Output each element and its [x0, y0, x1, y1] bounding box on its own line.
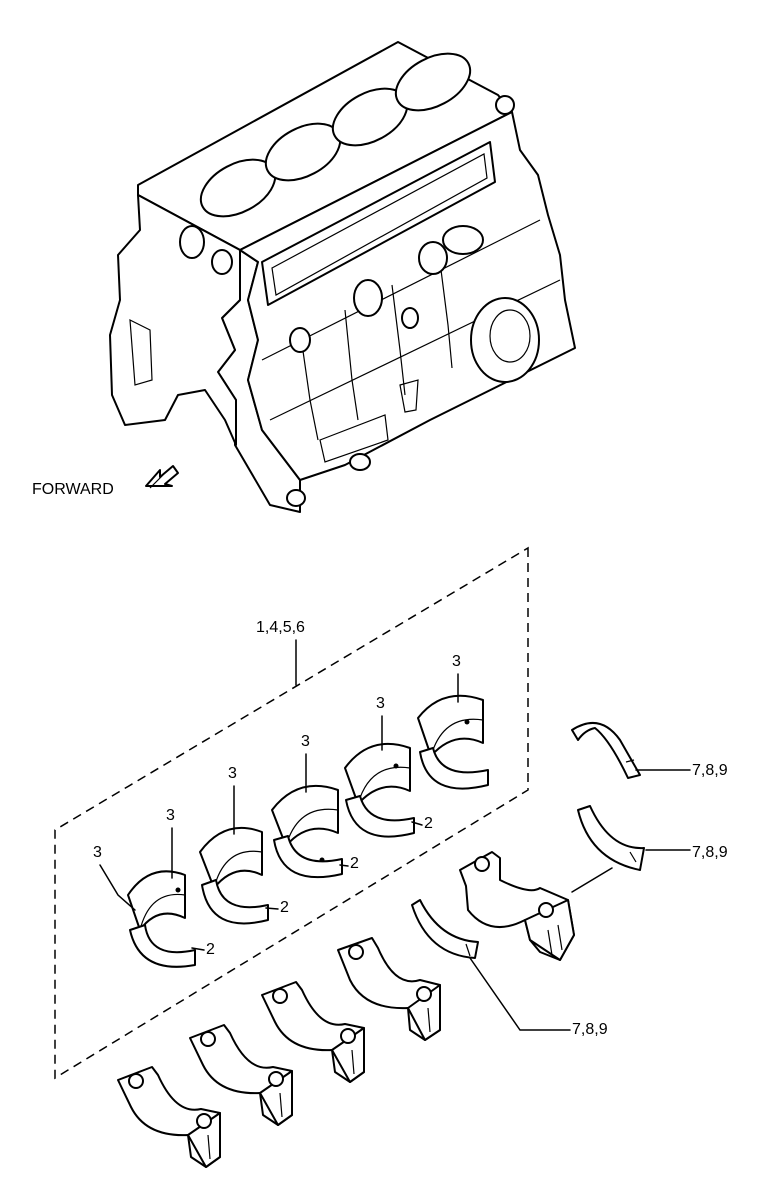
cylinder-block: [109, 41, 576, 513]
kit-part-number-label: 1,4,5,6: [256, 619, 305, 636]
thrust-washer-middle: [577, 805, 645, 871]
lower-bearing-shell-2: [201, 879, 269, 925]
main-bearing-cap-rear: [459, 851, 575, 961]
bearing-kit-boundary: [54, 546, 529, 1080]
lower-bearing-label-2: 2: [280, 899, 289, 916]
main-bearing-cap-3: [261, 981, 365, 1083]
lower-bearing-label-3: 2: [350, 855, 359, 872]
thrust-washer-label-3: 7,8,9: [572, 1021, 608, 1038]
upper-bearing-label-4: 3: [301, 733, 310, 750]
upper-bearing-shell-4: [344, 743, 411, 805]
lower-bearing-shell-5: [419, 747, 489, 790]
upper-bearing-label-2: 3: [166, 807, 175, 824]
forward-arrow-icon: [145, 465, 179, 489]
lower-bearing-label-4: 2: [424, 815, 433, 832]
upper-bearing-shell-2: [199, 827, 263, 889]
main-bearing-cap-2: [189, 1024, 293, 1126]
main-bearing-cap-front: [117, 1066, 221, 1168]
main-bearing-cap-4: [337, 937, 441, 1041]
lower-bearing-label-1: 2: [206, 941, 215, 958]
thrust-washer-label-1: 7,8,9: [692, 762, 728, 779]
lower-bearing-shell-4: [345, 795, 415, 838]
upper-bearing-label-5: 3: [376, 695, 385, 712]
lower-bearing-shell-3: [273, 835, 343, 879]
forward-label: FORWARD: [32, 481, 114, 498]
thrust-washer-label-2: 7,8,9: [692, 844, 728, 861]
upper-bearing-shell-1: [127, 870, 186, 931]
upper-bearing-label-3: 3: [228, 765, 237, 782]
upper-bearing-label-6: 3: [452, 653, 461, 670]
thrust-washer-lower: [411, 899, 479, 959]
thrust-washer-upper: [571, 721, 641, 779]
upper-bearing-shell-5: [417, 694, 484, 757]
lower-bearing-shell-1: [129, 924, 196, 968]
upper-bearing-label-1: 3: [93, 844, 102, 861]
